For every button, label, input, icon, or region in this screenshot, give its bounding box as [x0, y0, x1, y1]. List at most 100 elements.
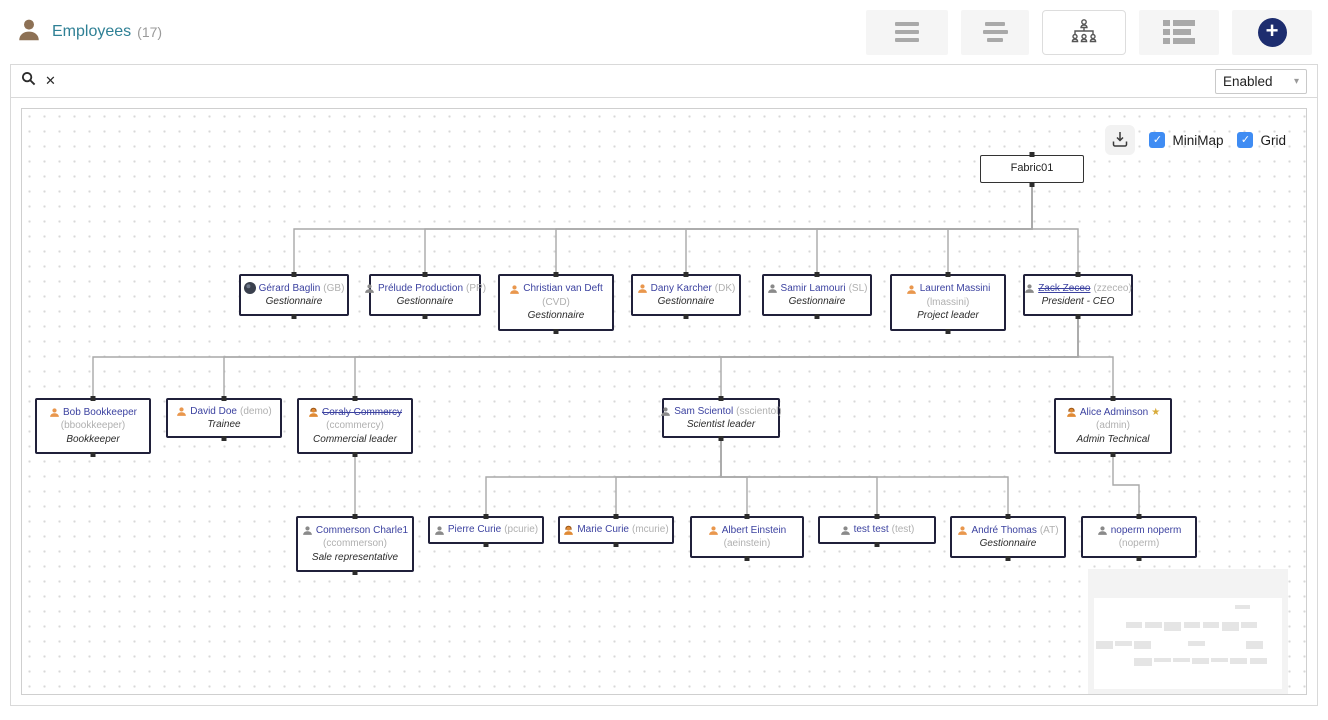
employee-name[interactable]: Laurent Massini — [919, 283, 991, 295]
employee-name[interactable]: David Doe — [190, 405, 237, 417]
employee-name[interactable]: Bob Bookkeeper — [63, 406, 137, 418]
bottom-connector-handle[interactable] — [422, 313, 428, 319]
employee-name[interactable]: Samir Lamouri — [780, 282, 846, 294]
top-connector-handle[interactable] — [683, 271, 689, 277]
employee-name[interactable]: noperm noperm — [1110, 524, 1182, 536]
employee-name[interactable]: Albert Einstein — [721, 524, 787, 536]
bottom-connector-handle[interactable] — [553, 328, 559, 334]
bottom-connector-handle[interactable] — [744, 555, 750, 561]
minimap-toggle[interactable]: ✓ MiniMap — [1149, 132, 1223, 148]
employee-name[interactable]: test test — [853, 524, 889, 536]
add-employee-button[interactable]: + — [1232, 9, 1312, 55]
bottom-connector-handle[interactable] — [1029, 181, 1035, 187]
org-node[interactable]: test test(test) — [818, 513, 936, 547]
employee-name[interactable]: André Thomas — [971, 524, 1037, 536]
employee-name[interactable]: Marie Curie — [577, 524, 629, 536]
list-compact-view-button[interactable] — [961, 9, 1029, 55]
org-node[interactable]: Marie Curie(mcurie) — [558, 513, 674, 547]
bottom-connector-handle[interactable] — [90, 451, 96, 457]
employee-name[interactable]: Prélude Production — [377, 282, 464, 294]
search-icon[interactable] — [21, 71, 36, 91]
org-node[interactable]: David Doe(demo)Trainee — [166, 395, 282, 441]
employee-name[interactable]: Dany Karcher — [650, 282, 712, 294]
bottom-connector-handle[interactable] — [683, 313, 689, 319]
org-node[interactable]: Christian van Deft(CVD)Gestionnaire — [498, 271, 614, 334]
list-detail-view-button[interactable] — [1139, 9, 1219, 55]
employee-login: (bbookkeeper) — [60, 420, 126, 432]
bottom-connector-handle[interactable] — [613, 541, 619, 547]
bottom-connector-handle[interactable] — [1136, 555, 1142, 561]
bottom-connector-handle[interactable] — [352, 569, 358, 575]
org-node[interactable]: Albert Einstein(aeinstein) — [690, 513, 804, 561]
top-connector-handle[interactable] — [422, 271, 428, 277]
top-connector-handle[interactable] — [352, 513, 358, 519]
top-connector-handle[interactable] — [1136, 513, 1142, 519]
orgchart-view-button[interactable] — [1042, 9, 1126, 55]
employee-name[interactable]: Alice Adminson — [1079, 406, 1149, 418]
bottom-connector-handle[interactable] — [1110, 451, 1116, 457]
top-connector-handle[interactable] — [1075, 271, 1081, 277]
employee-name[interactable]: Pierre Curie — [447, 524, 502, 536]
bottom-connector-handle[interactable] — [1005, 555, 1011, 561]
bottom-connector-handle[interactable] — [352, 451, 358, 457]
top-connector-handle[interactable] — [483, 513, 489, 519]
org-node[interactable]: Gérard Baglin(GB)Gestionnaire — [239, 271, 349, 319]
org-root-node[interactable]: Fabric01 — [980, 151, 1084, 187]
employee-name[interactable]: Gérard Baglin — [258, 282, 321, 294]
employee-name[interactable]: Sam Scientol — [674, 405, 734, 417]
org-node[interactable]: Coraly Commercy(ccommercy)Commercial lea… — [297, 395, 413, 457]
org-node[interactable]: Samir Lamouri(SL)Gestionnaire — [762, 271, 872, 319]
top-connector-handle[interactable] — [553, 271, 559, 277]
bottom-connector-handle[interactable] — [945, 328, 951, 334]
employee-name[interactable]: Commerson Charle1 — [315, 524, 409, 536]
top-connector-handle[interactable] — [945, 271, 951, 277]
top-connector-handle[interactable] — [744, 513, 750, 519]
top-connector-handle[interactable] — [1110, 395, 1116, 401]
bottom-connector-handle[interactable] — [483, 541, 489, 547]
clear-search-icon[interactable]: ✕ — [45, 73, 56, 88]
top-connector-handle[interactable] — [1005, 513, 1011, 519]
org-node[interactable]: Laurent Massini(lmassini)Project leader — [890, 271, 1006, 334]
org-node[interactable]: Prélude Production(PP)Gestionnaire — [365, 271, 486, 319]
top-connector-handle[interactable] — [221, 395, 227, 401]
list-compact-icon — [982, 22, 1008, 42]
search-input[interactable] — [65, 73, 1203, 89]
top-connector-handle[interactable] — [90, 395, 96, 401]
org-node[interactable]: Dany Karcher(DK)Gestionnaire — [631, 271, 741, 319]
org-node[interactable]: Pierre Curie(pcurie) — [428, 513, 544, 547]
grid-toggle[interactable]: ✓ Grid — [1237, 132, 1286, 148]
top-connector-handle[interactable] — [814, 271, 820, 277]
org-node[interactable]: Zack Zeceo(zzeceo)President - CEO — [1023, 271, 1133, 319]
bottom-connector-handle[interactable] — [718, 435, 724, 441]
top-connector-handle[interactable] — [291, 271, 297, 277]
minimap[interactable] — [1088, 569, 1288, 694]
minimap-checkbox[interactable]: ✓ — [1149, 132, 1166, 148]
grid-checkbox[interactable]: ✓ — [1237, 132, 1254, 148]
org-node[interactable]: Commerson Charle1(ccommerson)Sale repres… — [296, 513, 414, 575]
employee-name[interactable]: Zack Zeceo — [1038, 282, 1091, 294]
top-connector-handle[interactable] — [613, 513, 619, 519]
org-node[interactable]: Alice Adminson★(admin)Admin Technical — [1054, 395, 1172, 457]
org-node[interactable]: André Thomas(AT)Gestionnaire — [950, 513, 1066, 561]
bottom-connector-handle[interactable] — [1075, 313, 1081, 319]
status-filter-select[interactable]: Enabled ▾ — [1215, 68, 1307, 94]
top-connector-handle[interactable] — [352, 395, 358, 401]
minimap-node — [1202, 622, 1219, 629]
org-node[interactable]: Sam Scientol(sscientol)Scientist leader — [661, 395, 782, 441]
export-button[interactable] — [1105, 125, 1136, 155]
list-simple-view-button[interactable] — [866, 9, 948, 55]
org-node[interactable]: noperm noperm(noperm) — [1081, 513, 1197, 561]
minimap-node — [1164, 622, 1182, 631]
bottom-connector-handle[interactable] — [814, 313, 820, 319]
org-node[interactable]: Bob Bookkeeper(bbookkeeper)Bookkeeper — [35, 395, 151, 457]
top-connector-handle[interactable] — [718, 395, 724, 401]
bottom-connector-handle[interactable] — [874, 541, 880, 547]
employee-name[interactable]: Coraly Commercy — [321, 406, 402, 418]
top-connector-handle[interactable] — [874, 513, 880, 519]
bottom-connector-handle[interactable] — [291, 313, 297, 319]
employee-name[interactable]: Christian van Deft — [523, 283, 603, 295]
chevron-down-icon: ▾ — [1293, 75, 1299, 87]
bottom-connector-handle[interactable] — [221, 435, 227, 441]
top-connector-handle[interactable] — [1029, 151, 1035, 157]
